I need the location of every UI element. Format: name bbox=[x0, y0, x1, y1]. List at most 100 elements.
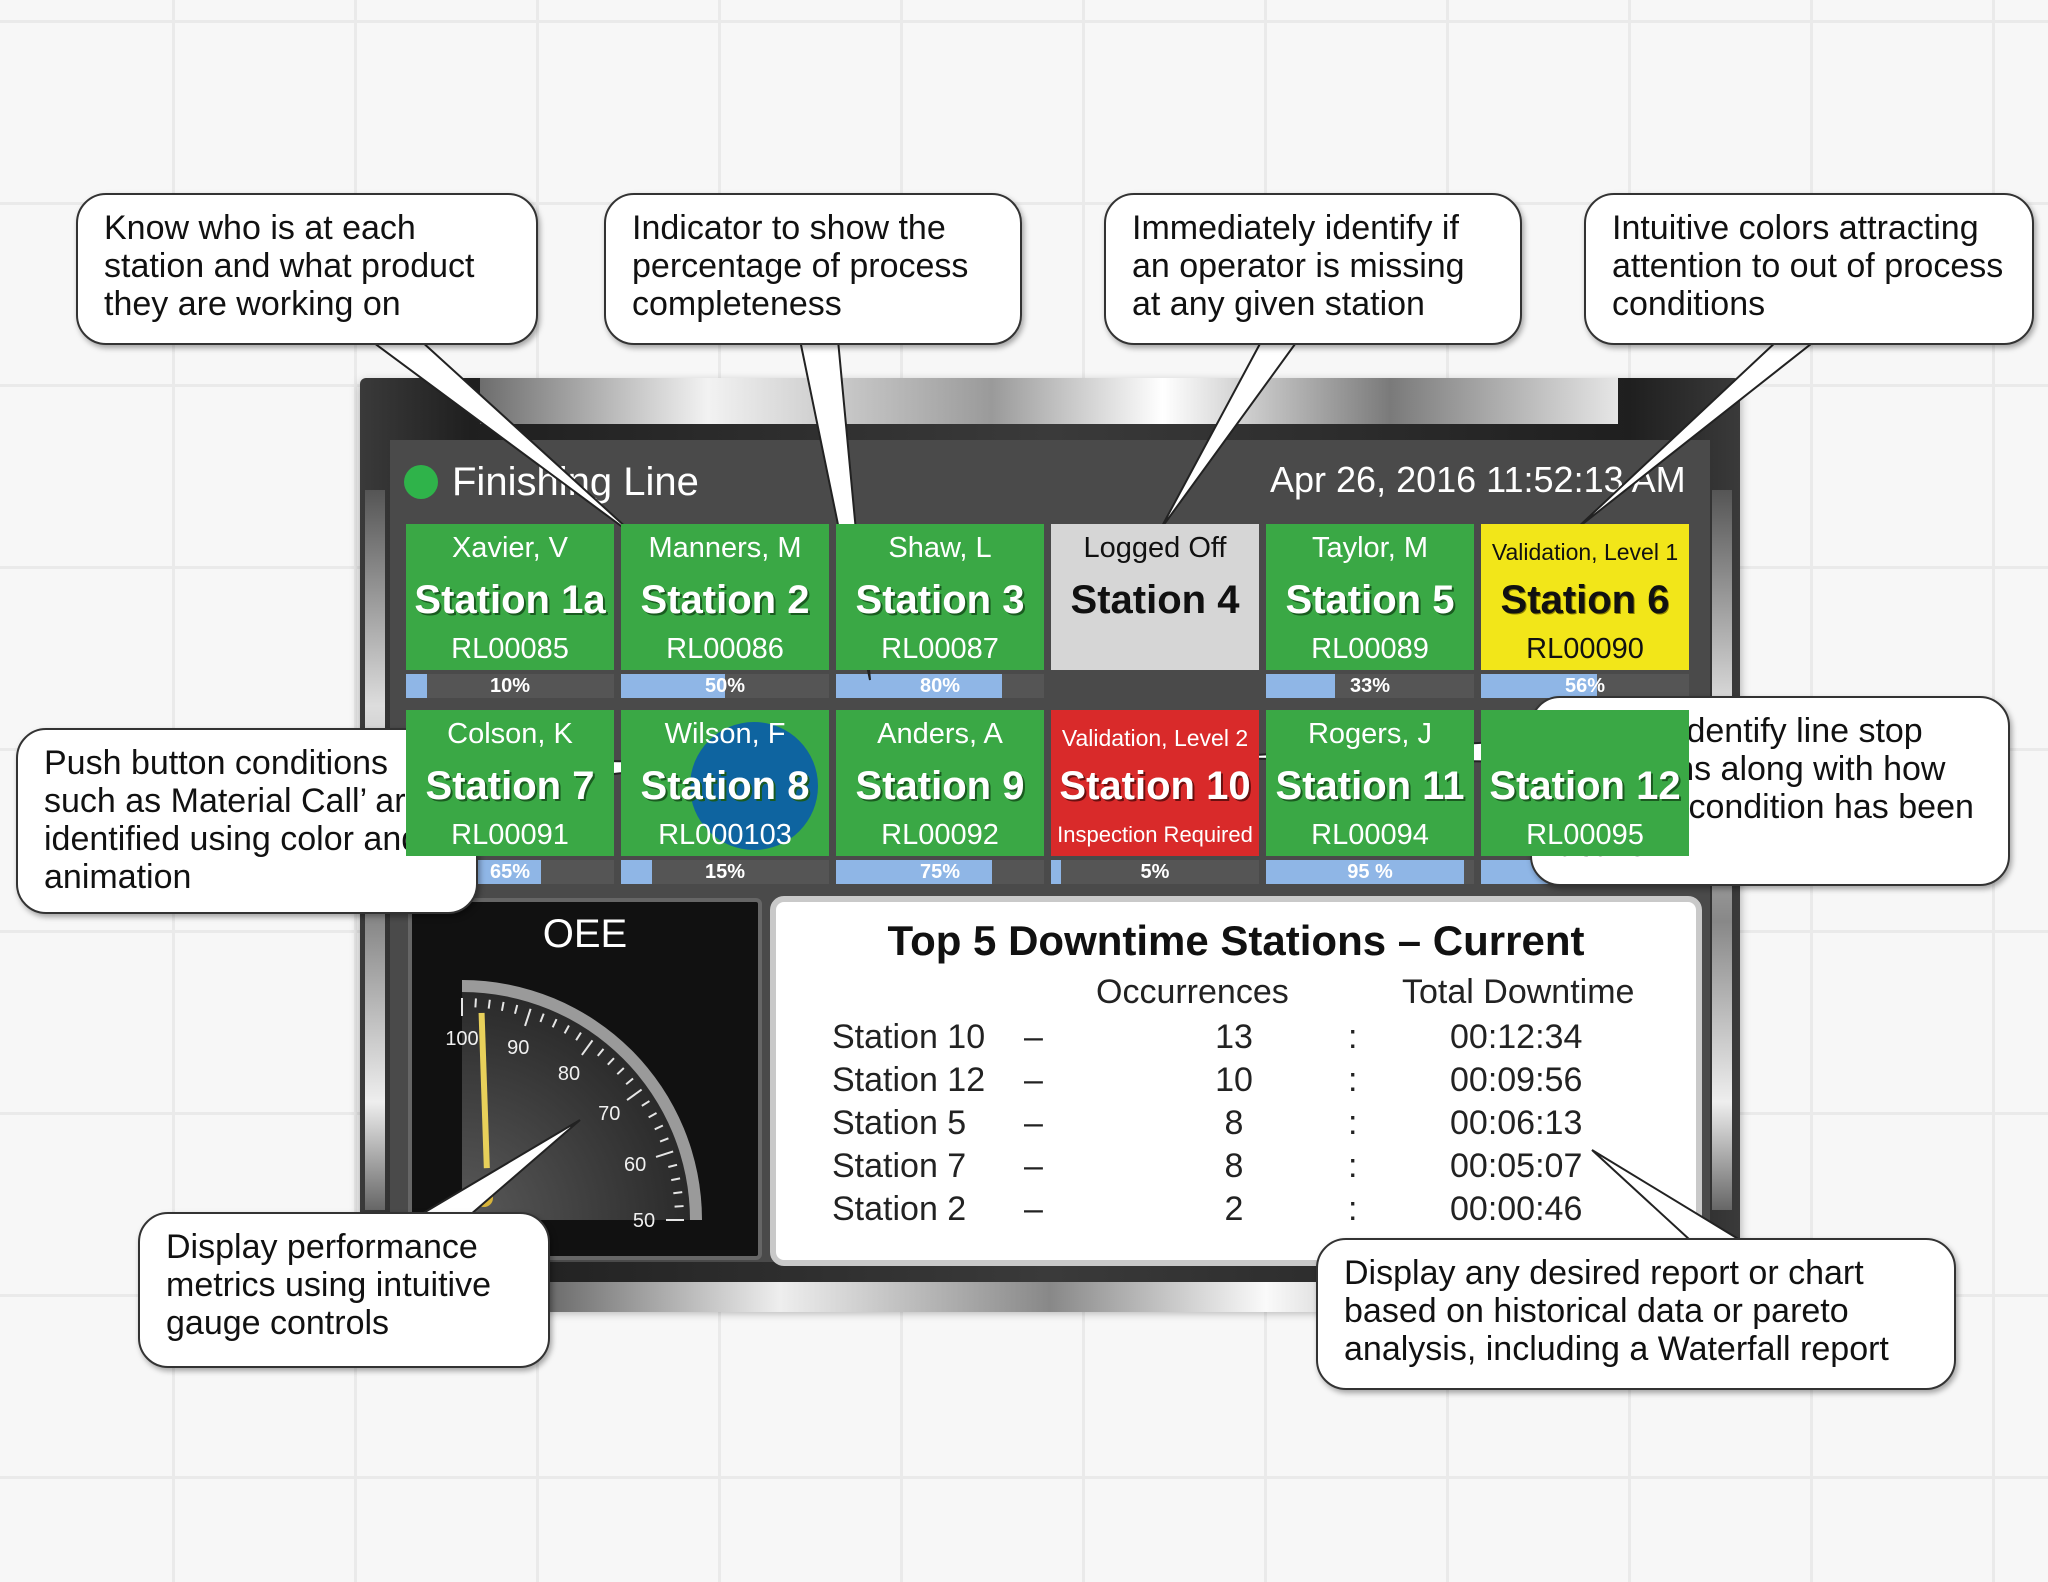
progress-bar: 5% bbox=[1051, 860, 1259, 884]
progress-percent: 10% bbox=[489, 675, 531, 697]
operator-name: Manners, M bbox=[648, 532, 802, 564]
operator-name: Rogers, J bbox=[1307, 718, 1433, 750]
operator-name: Xavier, V bbox=[451, 532, 569, 564]
product-id: Inspection Required bbox=[1057, 822, 1253, 847]
gauge-label: 90 bbox=[507, 1037, 529, 1059]
row-dash: – bbox=[1024, 1018, 1043, 1056]
station-name: Station 9 bbox=[855, 764, 1025, 808]
row-occurrences: 8 bbox=[1224, 1147, 1244, 1185]
progress-bar: 56% bbox=[1481, 674, 1689, 698]
station-tile[interactable]: Validation, Level 1 Station 6 RL00090 bbox=[1481, 524, 1689, 670]
product-id: RL00095 bbox=[1526, 819, 1644, 851]
operator-name: Colson, K bbox=[447, 718, 573, 750]
progress-bar: 95 % bbox=[1266, 860, 1474, 884]
station-name: Station 11 bbox=[1275, 764, 1465, 808]
progress-percent: 65% bbox=[489, 861, 531, 883]
gauge-tick bbox=[654, 1124, 664, 1131]
downtime-title: Top 5 Downtime Stations – Current bbox=[887, 917, 1585, 964]
progress-fill bbox=[1266, 860, 1464, 884]
progress-bar: 15% bbox=[621, 860, 829, 884]
pointer-report bbox=[1591, 1149, 1744, 1241]
row-colon: : bbox=[1348, 1190, 1358, 1228]
row-total: 00:09:56 bbox=[1450, 1061, 1583, 1099]
gauge-tick bbox=[673, 1191, 683, 1195]
row-station: Station 2 bbox=[832, 1190, 967, 1228]
progress-fill bbox=[1266, 674, 1335, 698]
progress-bar: 50% bbox=[621, 674, 829, 698]
station-tile[interactable]: Rogers, J Station 11 RL00094 bbox=[1266, 710, 1474, 856]
row-dash: – bbox=[1024, 1190, 1043, 1228]
pointer-gauge bbox=[416, 1119, 581, 1216]
progress-percent: 50% bbox=[704, 675, 746, 697]
gauge-tick bbox=[500, 1001, 505, 1011]
gauge-tick bbox=[514, 1004, 519, 1014]
material-call-indicator[interactable] bbox=[690, 722, 818, 850]
progress-fill bbox=[621, 674, 725, 698]
gauge-tick bbox=[474, 998, 477, 1008]
gauge-tick bbox=[597, 1048, 605, 1057]
gauge-tick bbox=[648, 1112, 658, 1119]
operator-name: Taylor, M bbox=[1311, 532, 1429, 564]
gauge-tick bbox=[575, 1032, 582, 1041]
callout-who: Know who is at each station and what pro… bbox=[76, 193, 538, 345]
gauge-tick bbox=[625, 1077, 634, 1085]
gauge-needle bbox=[478, 1012, 490, 1169]
pointer-colors bbox=[1574, 339, 1819, 531]
progress-percent: 75% bbox=[919, 861, 961, 883]
station-name: Station 3 bbox=[855, 578, 1025, 622]
product-id: RL000103 bbox=[658, 819, 792, 851]
occurrences-header: Occurrences bbox=[1096, 973, 1289, 1011]
row-total: 00:06:13 bbox=[1450, 1104, 1583, 1142]
gauge-ticks bbox=[461, 998, 684, 1221]
station-name: Station 6 bbox=[1500, 578, 1670, 622]
product-id: RL00090 bbox=[1526, 633, 1644, 665]
row-dash: – bbox=[1024, 1147, 1043, 1185]
row-occurrences: 2 bbox=[1224, 1190, 1244, 1228]
operator-name: Validation, Level 1 bbox=[1491, 539, 1679, 565]
station-name: Station 4 bbox=[1070, 578, 1240, 622]
row-total: 00:05:07 bbox=[1450, 1147, 1583, 1185]
station-name: Station 5 bbox=[1285, 578, 1455, 622]
product-id: RL00094 bbox=[1311, 819, 1429, 851]
gauge-tick bbox=[563, 1024, 570, 1034]
progress-fill bbox=[621, 860, 652, 884]
callout-report: Display any desired report or chart base… bbox=[1316, 1238, 1956, 1390]
row-dash: – bbox=[1024, 1061, 1043, 1099]
oee-label: OEE bbox=[542, 912, 628, 956]
product-id: RL00085 bbox=[451, 633, 569, 665]
progress-percent: 5% bbox=[1140, 861, 1170, 883]
progress-bar: 33% bbox=[1266, 674, 1474, 698]
progress-bar: 80% bbox=[836, 674, 1044, 698]
station-name: Station 10 bbox=[1059, 764, 1251, 808]
row-total: 00:12:34 bbox=[1450, 1018, 1583, 1056]
gauge-tick bbox=[539, 1013, 545, 1023]
progress-percent: 33% bbox=[1349, 675, 1391, 697]
row-station: Station 5 bbox=[832, 1104, 967, 1142]
gauge-tick bbox=[626, 1088, 643, 1101]
progress-bar: 10% bbox=[406, 674, 614, 698]
station-name: Station 7 bbox=[425, 764, 595, 808]
gauge-tick bbox=[616, 1067, 625, 1075]
table-row: Station 2–2:00:00:46 bbox=[776, 1188, 1696, 1231]
callout-gauge: Display performance metrics using intuit… bbox=[138, 1212, 550, 1368]
progress-percent: 15% bbox=[704, 861, 746, 883]
row-colon: : bbox=[1348, 1147, 1358, 1185]
operator-name: Anders, A bbox=[877, 718, 1003, 750]
gauge-tick bbox=[659, 1137, 669, 1143]
operator-name: Shaw, L bbox=[888, 532, 992, 564]
station-name: Station 2 bbox=[640, 578, 810, 622]
gauge-label: 50 bbox=[633, 1210, 655, 1232]
callout-colors: Intuitive colors attracting attention to… bbox=[1584, 193, 2034, 345]
gauge-tick bbox=[655, 1150, 674, 1158]
